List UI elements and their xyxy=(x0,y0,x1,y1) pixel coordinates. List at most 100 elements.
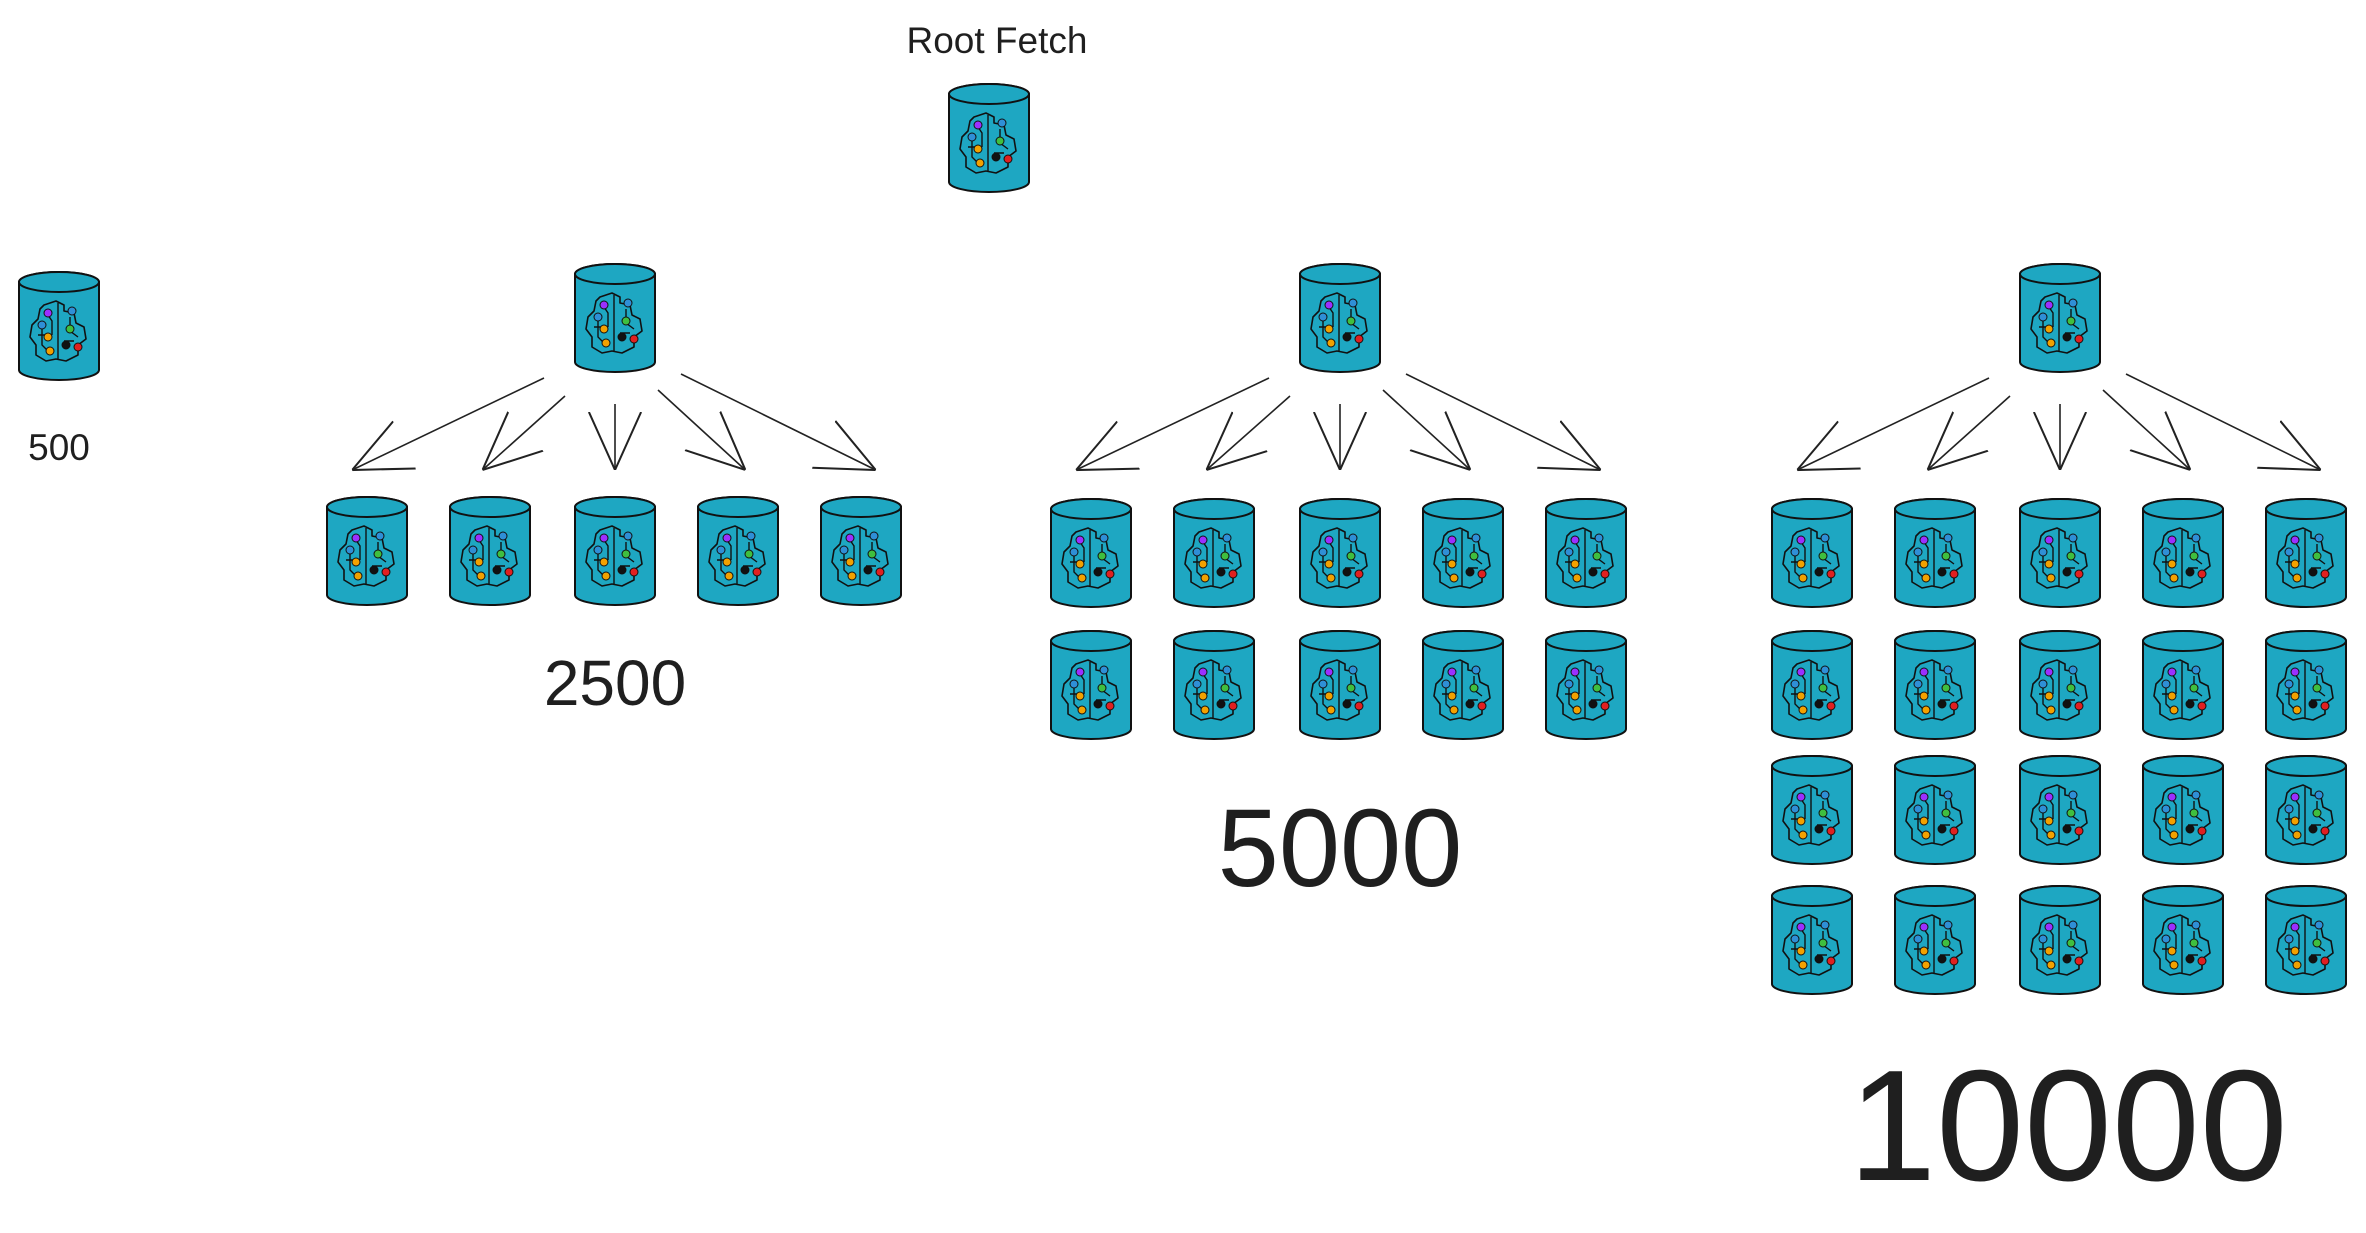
child-database xyxy=(2142,755,2224,865)
circuit-brain-icon xyxy=(2030,784,2088,846)
root-fetch-database xyxy=(948,83,1030,193)
circuit-brain-icon xyxy=(1905,659,1963,721)
circuit-brain-icon xyxy=(2276,784,2334,846)
circuit-brain-icon xyxy=(2153,659,2211,721)
parent-database-5000 xyxy=(1299,263,1381,373)
child-database xyxy=(1771,885,1853,995)
group-label-2500: 2500 xyxy=(544,647,686,719)
child-database xyxy=(574,496,656,606)
child-database xyxy=(1894,630,1976,740)
circuit-brain-icon xyxy=(29,300,87,362)
child-database xyxy=(1050,498,1132,608)
circuit-brain-icon xyxy=(1905,784,1963,846)
child-database xyxy=(2019,498,2101,608)
child-database xyxy=(697,496,779,606)
fanout-arrow xyxy=(352,377,545,470)
database-500 xyxy=(18,271,100,381)
child-database xyxy=(820,496,902,606)
fanout-arrow xyxy=(2125,373,2321,470)
circuit-brain-icon xyxy=(1433,659,1491,721)
group-label-5000: 5000 xyxy=(1218,787,1463,910)
circuit-brain-icon xyxy=(959,112,1017,174)
fanout-arrow xyxy=(483,395,566,470)
child-database xyxy=(1894,498,1976,608)
child-database xyxy=(2019,630,2101,740)
child-database xyxy=(1894,885,1976,995)
circuit-brain-icon xyxy=(1061,659,1119,721)
parent-database-10000 xyxy=(2019,263,2101,373)
fanout-arrow xyxy=(657,389,745,470)
child-database xyxy=(2265,630,2347,740)
child-database xyxy=(2019,755,2101,865)
circuit-brain-icon xyxy=(1556,527,1614,589)
circuit-brain-icon xyxy=(2030,527,2088,589)
circuit-brain-icon xyxy=(2276,659,2334,721)
child-database xyxy=(326,496,408,606)
circuit-brain-icon xyxy=(1905,527,1963,589)
fanout-arrow xyxy=(1382,389,1470,470)
child-database xyxy=(1894,755,1976,865)
circuit-brain-icon xyxy=(2030,914,2088,976)
group-label-10000: 10000 xyxy=(1848,1038,2287,1214)
child-database xyxy=(1173,498,1255,608)
child-database xyxy=(2019,885,2101,995)
child-database xyxy=(1299,498,1381,608)
fanout-arrow xyxy=(1206,395,1291,470)
circuit-brain-icon xyxy=(460,525,518,587)
fanout-arrow xyxy=(1928,395,2011,470)
circuit-brain-icon xyxy=(2276,527,2334,589)
circuit-brain-icon xyxy=(1905,914,1963,976)
circuit-brain-icon xyxy=(1310,292,1368,354)
circuit-brain-icon xyxy=(1782,784,1840,846)
circuit-brain-icon xyxy=(2030,292,2088,354)
child-database xyxy=(1422,498,1504,608)
fanout-arrow xyxy=(1076,377,1270,470)
diagram-title: Root Fetch xyxy=(907,20,1088,61)
circuit-brain-icon xyxy=(1310,659,1368,721)
child-database xyxy=(1771,630,1853,740)
circuit-brain-icon xyxy=(831,525,889,587)
circuit-brain-icon xyxy=(2153,784,2211,846)
child-database xyxy=(2142,885,2224,995)
circuit-brain-icon xyxy=(1782,914,1840,976)
child-database xyxy=(1771,498,1853,608)
group-label-500: 500 xyxy=(28,427,90,468)
parent-database-2500 xyxy=(574,263,656,373)
child-database xyxy=(1050,630,1132,740)
fanout-arrow xyxy=(680,373,876,470)
circuit-brain-icon xyxy=(585,525,643,587)
circuit-brain-icon xyxy=(708,525,766,587)
circuit-brain-icon xyxy=(1310,527,1368,589)
circuit-brain-icon xyxy=(585,292,643,354)
child-database xyxy=(2265,885,2347,995)
circuit-brain-icon xyxy=(1061,527,1119,589)
circuit-brain-icon xyxy=(1782,527,1840,589)
child-database xyxy=(1422,630,1504,740)
child-database xyxy=(1299,630,1381,740)
arrow-layer xyxy=(352,373,2321,470)
circuit-brain-icon xyxy=(2030,659,2088,721)
child-database xyxy=(1771,755,1853,865)
child-database xyxy=(449,496,531,606)
child-database xyxy=(2265,498,2347,608)
database-layer xyxy=(18,83,2347,995)
fanout-arrow xyxy=(1797,377,1990,470)
circuit-brain-icon xyxy=(337,525,395,587)
circuit-brain-icon xyxy=(1184,527,1242,589)
circuit-brain-icon xyxy=(1782,659,1840,721)
child-database xyxy=(2265,755,2347,865)
circuit-brain-icon xyxy=(1556,659,1614,721)
child-database xyxy=(1545,498,1627,608)
child-database xyxy=(1545,630,1627,740)
circuit-brain-icon xyxy=(1184,659,1242,721)
circuit-brain-icon xyxy=(2153,914,2211,976)
circuit-brain-icon xyxy=(2276,914,2334,976)
fanout-arrow xyxy=(2102,389,2190,470)
circuit-brain-icon xyxy=(2153,527,2211,589)
child-database xyxy=(1173,630,1255,740)
circuit-brain-icon xyxy=(1433,527,1491,589)
child-database xyxy=(2142,630,2224,740)
fanout-arrow xyxy=(1405,373,1601,470)
child-database xyxy=(2142,498,2224,608)
